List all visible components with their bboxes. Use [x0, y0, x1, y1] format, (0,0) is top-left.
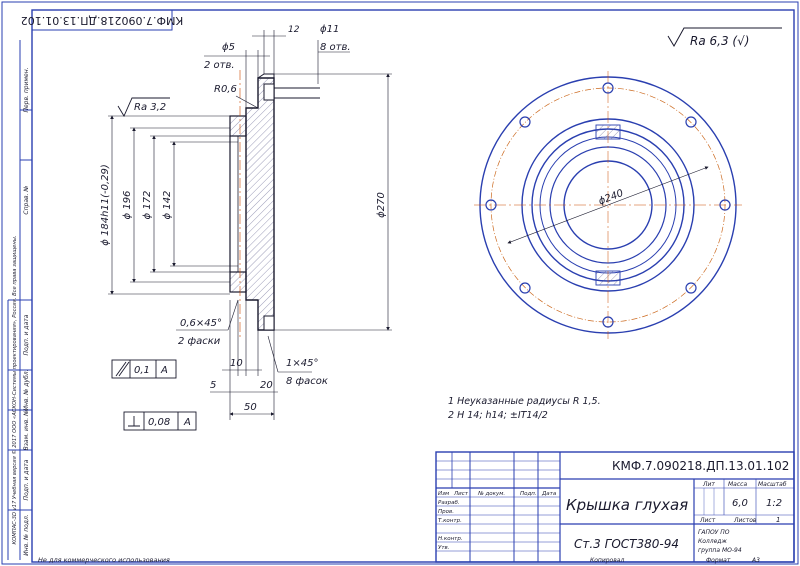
- sheets-value: 1: [776, 516, 780, 524]
- format-label: Формат: [706, 557, 731, 564]
- dim-chamfer1-count: 8 фасок: [286, 376, 328, 387]
- sign-row-tcontrol: Т.контр.: [438, 518, 462, 524]
- sign-row-approve: Утв.: [438, 545, 450, 551]
- dim-d240: ϕ240: [597, 188, 625, 207]
- header-scale: Масштаб: [758, 481, 787, 488]
- side-label-4: Инв. № дубл.: [23, 369, 30, 410]
- note-1: 1 Неуказанные радиусы R 1,5.: [448, 396, 601, 407]
- sign-row-check: Пров.: [438, 509, 454, 515]
- format-value: A3: [751, 557, 760, 564]
- dim-d11: ϕ11: [320, 24, 339, 35]
- side-label-1: Перв. примен.: [23, 67, 30, 112]
- dim-w5: 5: [210, 380, 216, 391]
- dim-d172: ϕ 172: [142, 191, 153, 220]
- flat-base: A: [183, 417, 191, 428]
- side-label-5: Взам. инв. №: [23, 410, 30, 451]
- dim-d196: ϕ 196: [122, 191, 133, 220]
- row-label-sign: Подп.: [520, 491, 537, 497]
- bottom-note: Не для коммерческого использования: [38, 556, 170, 564]
- org-line-3: группа МО-94: [698, 547, 742, 554]
- org-line-2: Колледж: [698, 538, 727, 545]
- header-lit: Лит: [702, 481, 715, 488]
- scale-value: 1:2: [766, 498, 782, 509]
- side-label-7: Инв. № подл.: [23, 514, 30, 555]
- row-label-list: Лист: [453, 491, 469, 497]
- rotated-code-text: КМФ.7.090218.ДП.13.01.102: [21, 14, 184, 27]
- section-dimensions: [108, 30, 392, 420]
- dim-chamfer06: 0,6×45°: [180, 318, 222, 329]
- header-mass: Масса: [728, 481, 747, 488]
- dim-d184: ϕ 184h11(-0,29): [100, 164, 111, 246]
- sheets-label: Листов: [733, 517, 757, 524]
- front-view: [474, 71, 742, 339]
- roughness-general-text: Ra 6,3 (√): [690, 34, 749, 48]
- dim-w10: 10: [230, 358, 243, 369]
- flat-tolerance-frame: 0,08 A: [123, 411, 197, 431]
- dim-w50: 50: [244, 402, 257, 413]
- software-note: КОМПАС-3D v17 Учебная версия © 2017 ООО …: [11, 235, 18, 544]
- dim-d270: ϕ270: [376, 192, 387, 218]
- roughness-general: Ra 6,3 (√): [667, 27, 782, 48]
- org-line-1: ГАПОУ ПО: [698, 529, 730, 536]
- side-label-2: Справ. №: [23, 185, 30, 214]
- dim-d142: ϕ 142: [162, 191, 173, 220]
- mass-value: 6,0: [732, 498, 748, 509]
- row-label-date: Дата: [541, 491, 557, 497]
- perp-tolerance-frame: 0,1 A: [111, 359, 177, 379]
- perp-value: 0,1: [134, 365, 150, 376]
- title-material: Ст.3 ГОСТ380-94: [574, 537, 679, 551]
- dim-d11-count: 8 отв.: [320, 42, 351, 53]
- title-code: КМФ.7.090218.ДП.13.01.102: [612, 459, 789, 473]
- side-label-3: Подп. и дата: [23, 314, 30, 355]
- side-strip: Перв. примен. Справ. № Подп. и дата Инв.…: [7, 40, 33, 560]
- sign-row-develop: Разраб.: [438, 500, 460, 506]
- dim-w20: 20: [260, 380, 273, 391]
- rotated-code-box: КМФ.7.090218.ДП.13.01.102: [21, 9, 184, 31]
- row-label-izm: Изм: [438, 491, 449, 497]
- side-label-6: Подп. и дата: [23, 459, 30, 500]
- copied-label: Копировал: [590, 557, 624, 564]
- perp-base: A: [160, 365, 168, 376]
- dim-r06: R0,6: [214, 84, 237, 95]
- dim-w12: 12: [288, 25, 300, 35]
- section-view: [229, 70, 320, 340]
- dim-d5: ϕ5: [222, 42, 235, 53]
- sheet-label: Лист: [699, 517, 716, 524]
- dim-d5-count: 2 отв.: [204, 60, 235, 71]
- flat-value: 0,08: [148, 417, 170, 428]
- note-2: 2 H 14; h14; ±IT14/2: [448, 410, 548, 421]
- sign-row-ncontrol: Н.контр.: [438, 536, 463, 542]
- roughness-local-text: Ra 3,2: [134, 102, 166, 113]
- title-block: [435, 451, 795, 563]
- row-label-doc: № докум.: [477, 491, 505, 497]
- title-name: Крышка глухая: [566, 496, 688, 514]
- dim-chamfer06-count: 2 фаски: [178, 336, 221, 347]
- dim-chamfer1: 1×45°: [286, 358, 318, 369]
